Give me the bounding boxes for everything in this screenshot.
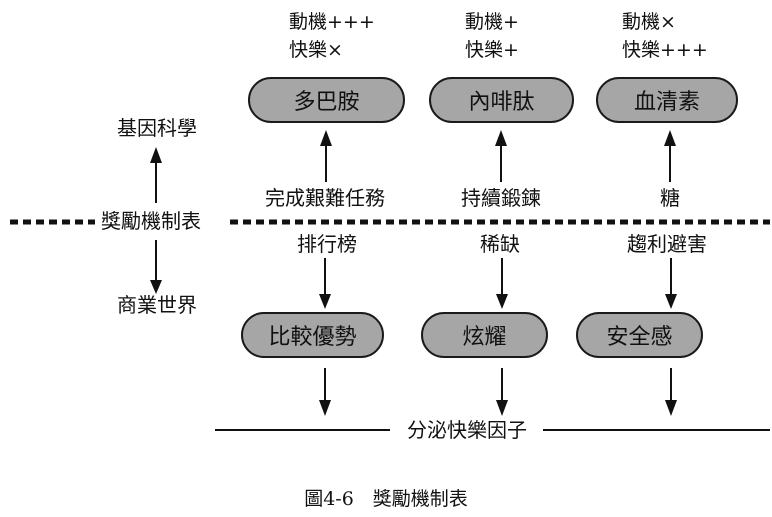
- hormone-label: 多巴胺: [293, 90, 360, 115]
- hormone-label: 血清素: [633, 90, 700, 115]
- arrowhead-down-showoff-factor: [496, 400, 508, 416]
- trigger-hard-task: 完成艱難任務: [265, 186, 385, 210]
- result-pill-comparison: 比較優勢: [241, 312, 384, 358]
- arrowhead-down-comparison-factor: [319, 400, 331, 416]
- result-label: 炫耀: [462, 325, 507, 350]
- serotonin-pleasure: 快樂+++: [622, 39, 708, 61]
- dopamine-motivation: 動機+++: [289, 11, 375, 33]
- mechanism-scarcity: 稀缺: [480, 232, 520, 256]
- mechanism-risk-avoidance: 趨利避害: [627, 232, 707, 256]
- arrowhead-down-business: [150, 280, 162, 294]
- trigger-sugar: 糖: [660, 186, 680, 210]
- result-label: 比較優勢: [268, 325, 357, 350]
- hormone-pill-serotonin: 血清素: [596, 77, 738, 123]
- result-pill-security: 安全感: [576, 312, 703, 358]
- arrowhead-up-endorphin: [495, 130, 507, 146]
- arrowhead-down-showoff: [496, 294, 508, 309]
- arrowhead-up-gene: [150, 147, 162, 163]
- arrowhead-down-comparison: [319, 294, 331, 309]
- arrowhead-down-security-factor: [665, 400, 677, 416]
- serotonin-motivation: 動機×: [622, 11, 676, 33]
- dopamine-pleasure: 快樂×: [289, 39, 343, 61]
- arrowhead-up-dopamine: [320, 130, 332, 146]
- hormone-pill-dopamine: 多巴胺: [248, 77, 405, 123]
- figure-caption: 圖4-6 獎勵機制表: [304, 488, 468, 510]
- result-pill-showoff: 炫耀: [421, 312, 548, 358]
- business-world-label: 商業世界: [117, 293, 197, 317]
- trigger-exercise: 持續鍛鍊: [461, 186, 541, 210]
- pleasure-factor-label: 分泌快樂因子: [407, 418, 527, 442]
- arrowhead-up-serotonin: [664, 130, 676, 146]
- endorphin-pleasure: 快樂+: [465, 39, 519, 61]
- endorphin-motivation: 動機+: [465, 11, 519, 33]
- gene-science-label: 基因科學: [117, 116, 197, 140]
- arrowhead-down-security: [665, 294, 677, 309]
- hormone-pill-endorphin: 內啡肽: [429, 77, 574, 123]
- result-label: 安全感: [606, 325, 673, 350]
- mechanism-leaderboard: 排行榜: [297, 232, 357, 256]
- hormone-label: 內啡肽: [468, 90, 535, 115]
- reward-table-label: 獎勵機制表: [99, 209, 203, 233]
